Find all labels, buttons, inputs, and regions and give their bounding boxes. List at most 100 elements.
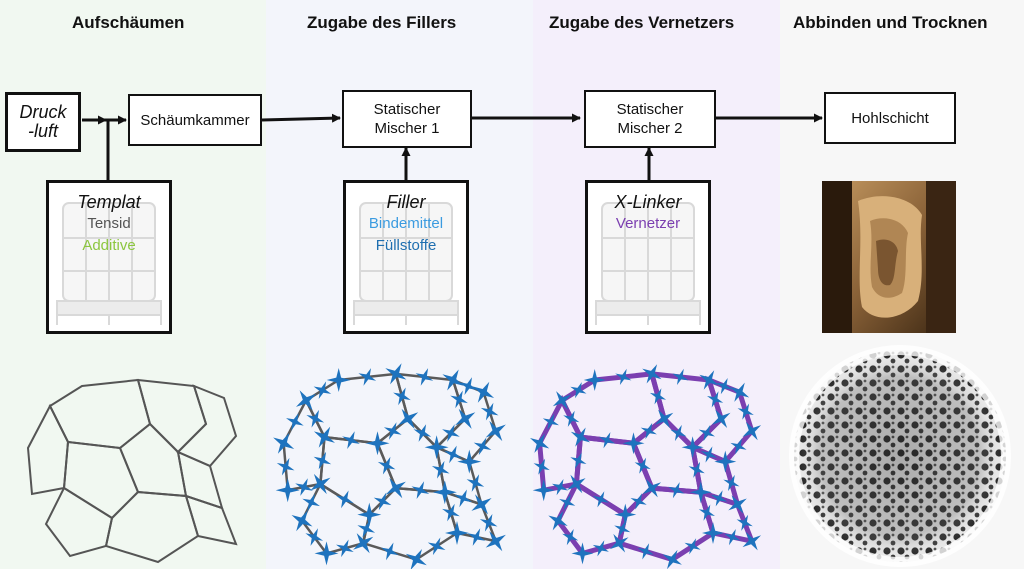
cell-outline — [62, 440, 140, 520]
mischer1-label-1: Statischer — [373, 101, 441, 118]
filler-particle — [642, 478, 662, 498]
druckluft-label-1: Druck — [19, 102, 67, 122]
filler-particle — [699, 370, 719, 390]
filler-particle — [276, 457, 295, 476]
filler-particle — [570, 452, 587, 469]
filler-particle — [457, 449, 482, 474]
filler-particle — [471, 494, 492, 515]
filler-particle — [365, 431, 390, 456]
stage-title-foaming: Aufschäumen — [72, 13, 185, 32]
filler-particle — [559, 494, 576, 511]
filler-particle — [742, 421, 762, 441]
filler-particle — [393, 387, 411, 406]
filler-particle — [353, 533, 374, 554]
filler-particle — [670, 424, 687, 442]
filler-particle — [615, 368, 632, 385]
filler-particle — [684, 538, 701, 555]
filler-particle — [630, 493, 647, 510]
ibc-container-icon — [595, 202, 701, 325]
filler-particle — [700, 446, 718, 463]
cell-outline — [44, 486, 114, 558]
druckluft-label-2: -luft — [27, 121, 58, 141]
filler-particle — [357, 520, 376, 538]
filler-particle — [473, 437, 492, 456]
filler-particle — [445, 521, 469, 545]
filler-particle — [310, 473, 331, 495]
filler-particle — [711, 490, 728, 507]
filler-particle — [413, 424, 432, 442]
filler-particle — [570, 382, 587, 399]
filler-particle — [698, 424, 715, 442]
filler-particle — [570, 427, 591, 447]
stage-title-filler: Zugabe des Fillers — [307, 13, 457, 32]
filler-particle — [479, 514, 498, 532]
filler-particle — [571, 542, 594, 565]
filler-particle — [473, 381, 495, 403]
filler-particle — [291, 510, 313, 532]
filler-particle — [275, 478, 300, 503]
filler-particle — [711, 409, 731, 428]
templat-line-2: Additive — [82, 237, 136, 254]
filler-particle — [609, 533, 629, 553]
filler-particle — [336, 539, 354, 558]
templat-tank: Templat Tensid Additive — [46, 180, 172, 334]
filler-particle — [358, 368, 377, 386]
filler-particle — [295, 478, 313, 496]
filler-particle — [533, 458, 550, 475]
filler-particle — [411, 481, 430, 499]
filler-particle — [688, 461, 705, 478]
filler-particle — [542, 413, 559, 430]
filler-particles — [273, 363, 506, 569]
filler-particle — [563, 410, 580, 427]
dried-foam-photo — [789, 345, 1011, 567]
filler-particle — [689, 481, 712, 504]
filler-particle — [444, 445, 462, 464]
arrow-schaumkammer-mischer1 — [261, 113, 341, 123]
filler-line-1: Bindemittel — [368, 215, 444, 232]
mischer2-box: Statischer Mischer 2 — [584, 90, 716, 148]
filler-particle — [442, 424, 460, 442]
filler-particle — [707, 391, 724, 408]
filler-particle — [532, 479, 555, 502]
filler-particle — [551, 479, 569, 496]
filler-particle — [454, 489, 472, 508]
filler-particle — [442, 369, 464, 391]
filler-particle — [405, 549, 427, 569]
filler-particle — [455, 408, 476, 429]
filler-particle — [698, 504, 715, 521]
cell-outline — [184, 494, 238, 546]
ibc-container-icon — [353, 202, 459, 325]
mischer1-label-2: Mischer 1 — [374, 120, 440, 137]
filler-particle — [314, 541, 339, 566]
filler-particle — [485, 420, 506, 442]
filler-particle — [654, 409, 674, 428]
filler-particle — [296, 390, 317, 411]
xlinker-tank: X-Linker Vernetzer — [585, 180, 711, 334]
filler-particle — [552, 391, 572, 410]
filler-particle — [424, 435, 449, 460]
filler-particle — [614, 503, 637, 526]
mischer1-box: Statischer Mischer 1 — [342, 90, 472, 148]
filler-particle — [383, 422, 402, 440]
filler-particle — [305, 528, 324, 546]
cell-outline — [630, 415, 704, 495]
filler-particle — [702, 522, 724, 544]
ibc-container-icon — [56, 202, 162, 325]
templat-title: Templat — [77, 192, 141, 212]
filler-particle — [681, 436, 704, 459]
schaumkammer-label: Schäumkammer — [140, 111, 250, 129]
filler-particle — [716, 378, 733, 395]
crosslinked-particles — [530, 364, 762, 569]
schaumkammer-box: Schäumkammer — [128, 94, 262, 146]
filler-particle — [642, 364, 662, 384]
filler-particle — [380, 542, 399, 561]
cell-outline — [176, 384, 238, 468]
filler-particle — [432, 480, 457, 505]
filler-particle — [614, 520, 631, 537]
filler-particle — [640, 422, 657, 440]
filler-particle — [450, 390, 468, 409]
cell-outline — [104, 490, 200, 564]
